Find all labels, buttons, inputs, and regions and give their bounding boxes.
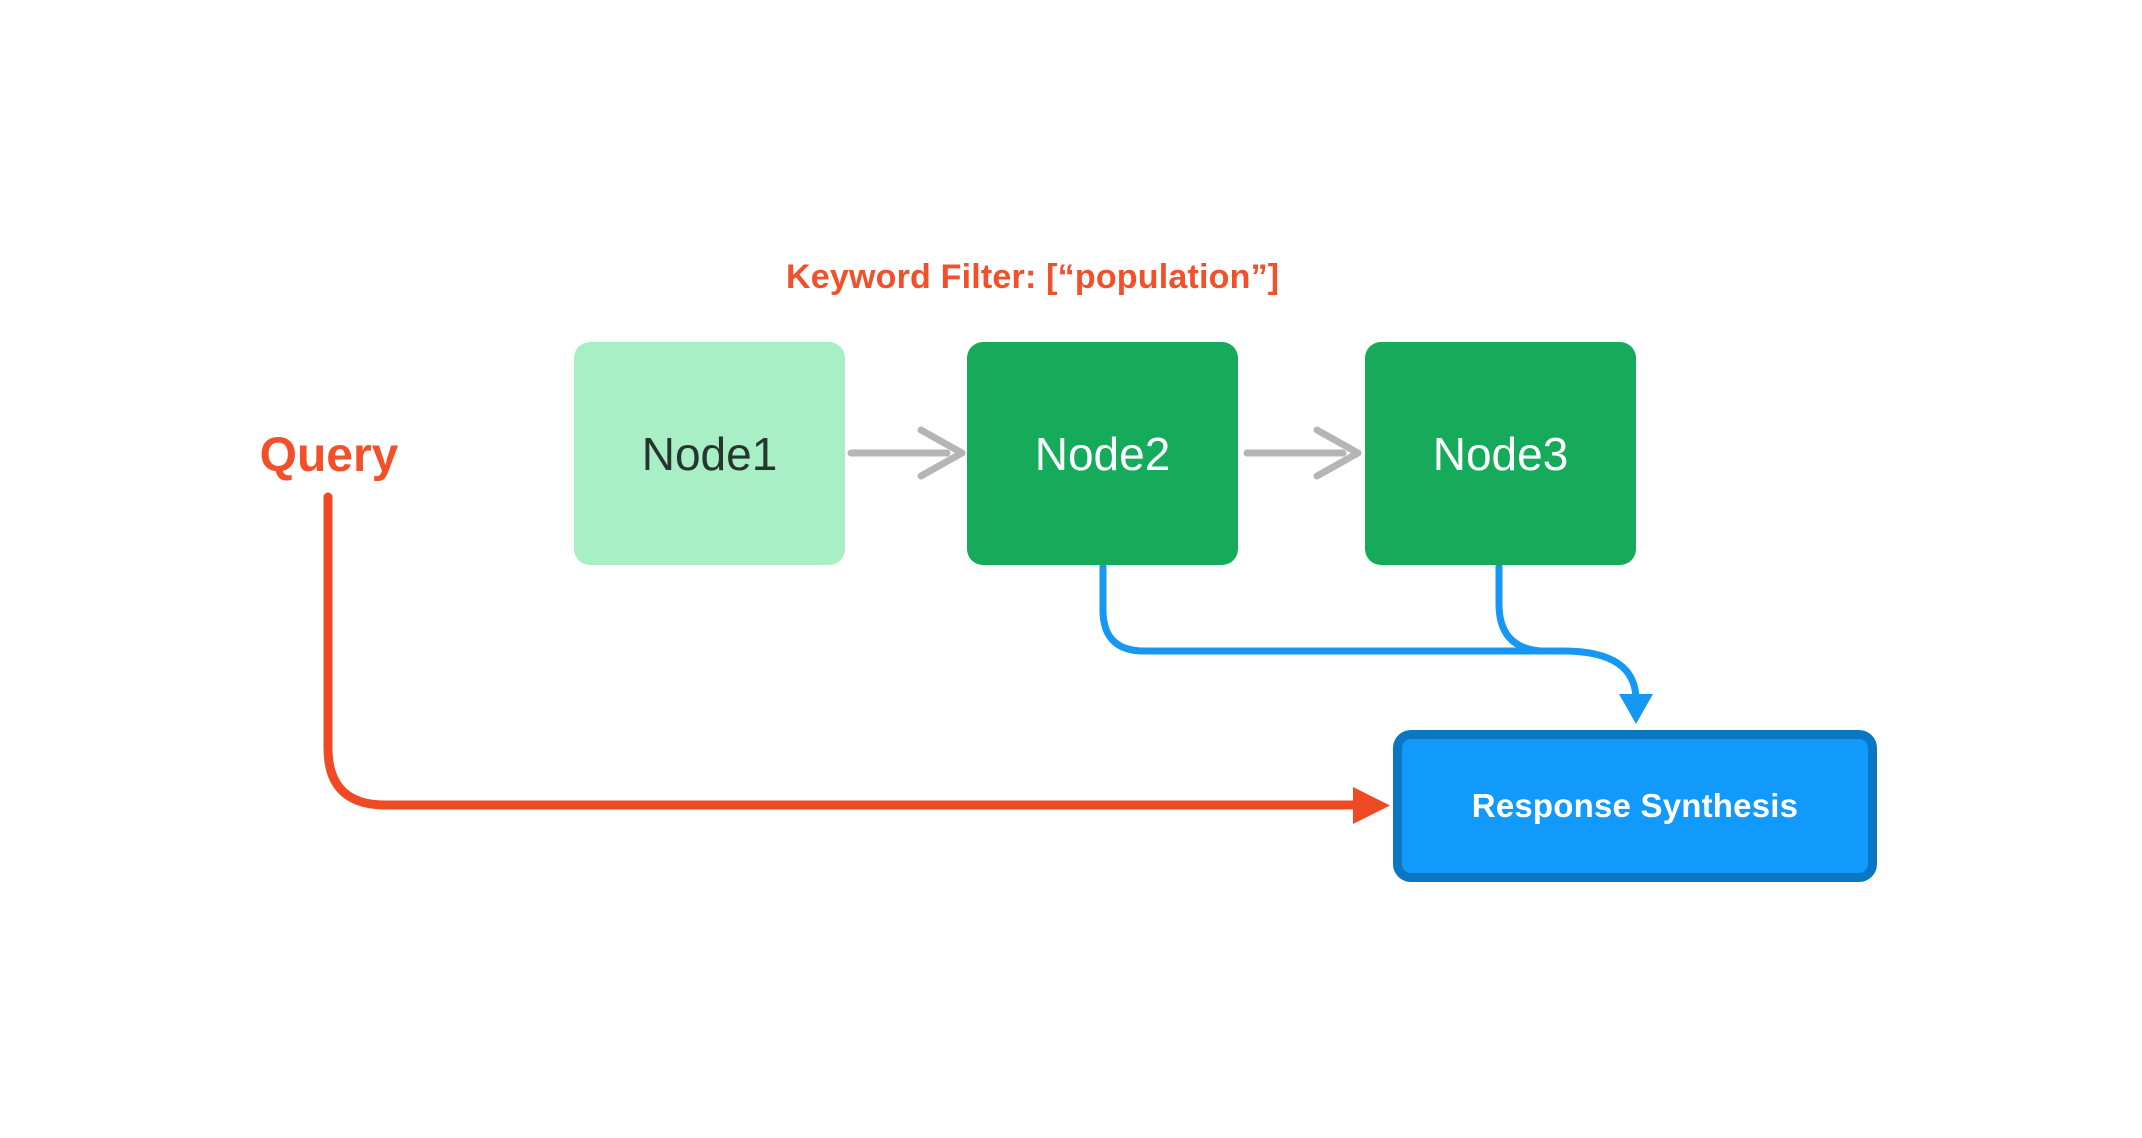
node1-to-node2-arrow-icon [847, 426, 966, 480]
node3-label: Node3 [1432, 427, 1569, 480]
query-label: Query [259, 429, 399, 482]
response-synthesis-box: Response Synthesis [1393, 730, 1877, 882]
node2-to-response-arrow-icon [1099, 562, 1653, 724]
node3-box: Node3 [1365, 342, 1636, 565]
node1-box: Node1 [574, 342, 845, 565]
node2-box: Node2 [967, 342, 1238, 565]
keyword-filter-label: Keyword Filter: [“population”] [786, 258, 1280, 296]
node2-label: Node2 [1034, 427, 1171, 480]
node3-to-response-arrow-icon [1495, 562, 1545, 655]
response-synthesis-label: Response Synthesis [1471, 787, 1799, 824]
node2-to-node3-arrow-icon [1243, 426, 1362, 480]
node1-label: Node1 [641, 427, 778, 480]
